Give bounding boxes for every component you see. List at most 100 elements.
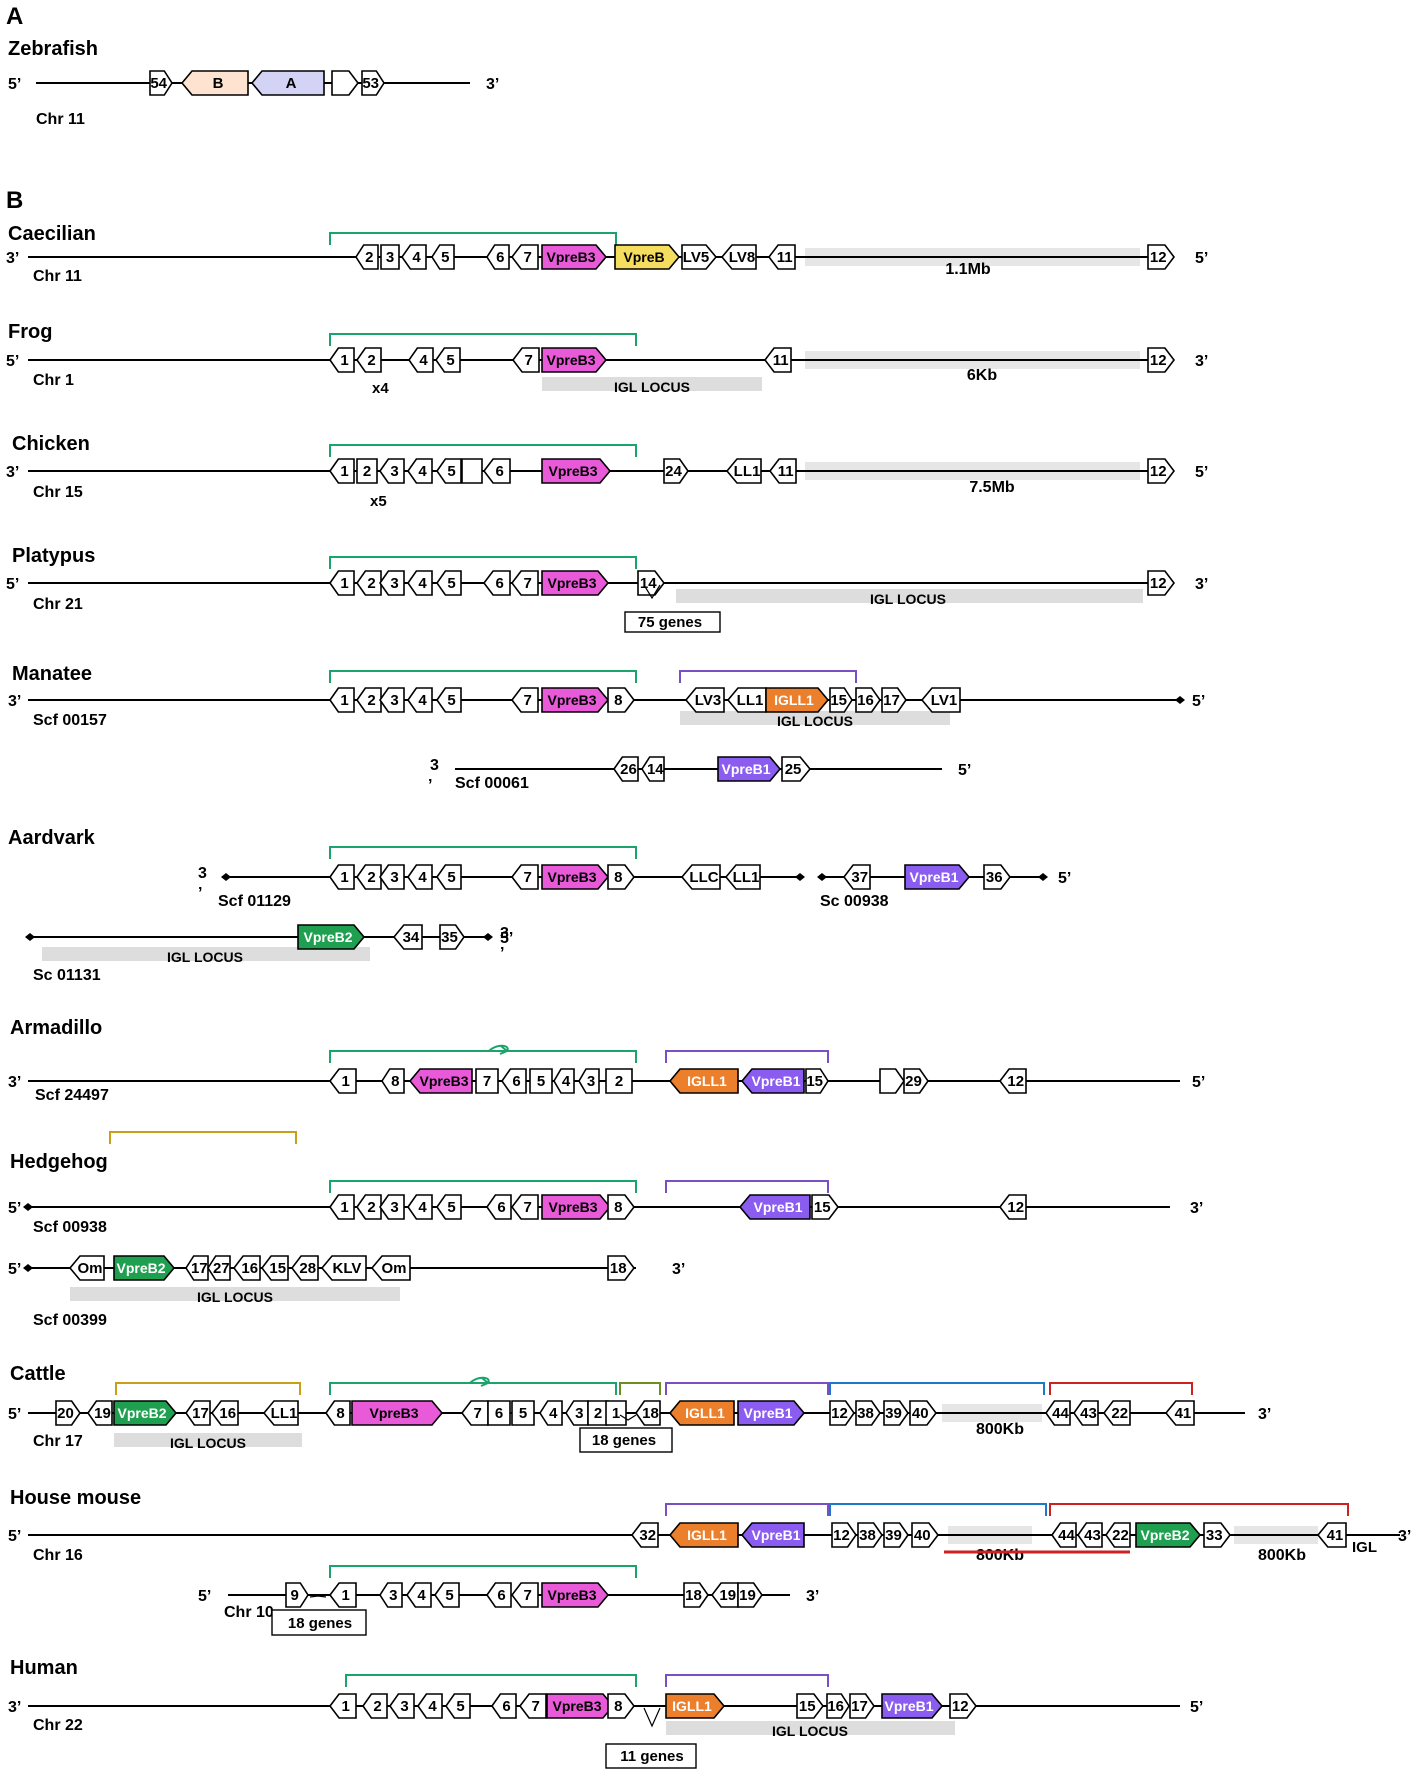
gene-arrow-shape — [903, 1068, 929, 1094]
gene-label: 32 — [639, 1527, 656, 1544]
gene-label: 12 — [1150, 352, 1167, 369]
gene-arrow-shape — [831, 1522, 857, 1548]
gene-7: 7 — [510, 244, 539, 270]
gene-arrow-shape — [541, 347, 608, 373]
gene-3: 3 — [578, 1068, 600, 1094]
igl-locus-label: IGL LOCUS — [777, 713, 853, 729]
gene-arrow-shape — [724, 864, 761, 890]
gene-label: VpreB2 — [116, 1260, 165, 1276]
strand-left-label: 5’ — [8, 76, 21, 93]
gene-label: 20 — [57, 1405, 74, 1422]
gene-arrow-shape — [668, 1522, 739, 1548]
strand-left-label: 3 — [430, 757, 439, 774]
gene-29: 29 — [903, 1068, 929, 1094]
purple-bracket — [665, 1050, 829, 1063]
gene-arrow-shape — [113, 1255, 176, 1281]
scaffold-end-right — [483, 933, 493, 941]
gene-5: 5 — [435, 347, 461, 373]
red-bracket — [1049, 1382, 1193, 1395]
gene-44: 44 — [1051, 1522, 1077, 1548]
gene-label: 12 — [833, 1527, 850, 1544]
gene-arrow-shape — [325, 1400, 351, 1426]
green-bracket — [329, 444, 637, 457]
chromosome-label: Chr 22 — [33, 1717, 83, 1734]
gene-arrow-shape — [826, 1693, 850, 1719]
gene-unlabeled — [461, 458, 483, 484]
gene-1: 1 — [329, 1194, 355, 1220]
gene-arrow-shape — [250, 70, 325, 96]
gene-label: 5 — [519, 1405, 527, 1422]
gene-label: 7 — [524, 1587, 532, 1604]
gene-arrow-shape — [487, 1400, 511, 1426]
gene-arrow-shape — [578, 1068, 600, 1094]
strand-right-label: 5’ — [1192, 693, 1205, 710]
strand-right-label: 3’ — [672, 1261, 685, 1278]
gene-34: 34 — [392, 924, 423, 950]
gene-label: 16 — [241, 1260, 258, 1277]
gene-arrow-shape — [379, 1582, 403, 1608]
gene-label: 1 — [342, 1587, 350, 1604]
gene-label: 4 — [549, 1405, 558, 1422]
gene-40: 40 — [909, 1400, 938, 1426]
gene-arrow-shape — [290, 1255, 319, 1281]
gene-3: 3 — [379, 1194, 405, 1220]
gene-arrow-shape — [262, 1400, 299, 1426]
blue-bracket — [829, 1503, 1047, 1516]
gene-arrow-shape — [407, 570, 433, 596]
gene-arrow-shape — [768, 458, 797, 484]
gene-5: 5 — [445, 1693, 471, 1719]
gene-label: LL1 — [271, 1405, 298, 1422]
gene-label: 2 — [367, 869, 375, 886]
gene-label: 1 — [342, 1073, 350, 1090]
gene-label: 6 — [497, 1587, 505, 1604]
strand-prime-mark: ’ — [500, 945, 504, 962]
gene-vpreb2: VpreB2 — [297, 924, 366, 950]
gene-label: 5 — [447, 869, 455, 886]
gene-1: 1 — [328, 1068, 357, 1094]
gene-39: 39 — [883, 1522, 909, 1548]
gene-label: 6 — [502, 1698, 510, 1715]
gold-bracket — [115, 1382, 301, 1395]
gene-3: 3 — [379, 864, 405, 890]
gene-arrow-shape — [511, 347, 540, 373]
gene-7: 7 — [475, 1068, 499, 1094]
red-bracket — [1049, 1503, 1349, 1516]
gene-label: 14 — [640, 575, 657, 592]
species-name: Frog — [8, 321, 52, 343]
gene-label: 1 — [340, 1199, 348, 1216]
gene-label: 41 — [1175, 1405, 1192, 1422]
gene-arrow-shape — [998, 1194, 1027, 1220]
gene-15: 15 — [805, 1068, 829, 1094]
gene-arrow-shape — [380, 244, 400, 270]
gene-7: 7 — [510, 570, 539, 596]
gene-arrow-shape — [436, 570, 462, 596]
gene-arrow-shape — [920, 687, 961, 713]
gene-label: 5 — [447, 1199, 455, 1216]
strand-right-label: 3’ — [1398, 1528, 1411, 1545]
gene-label: 25 — [785, 761, 802, 778]
insertion-caret — [643, 584, 661, 600]
chromosome-label: Chr 10 — [224, 1604, 274, 1621]
gene-arrow-shape — [328, 1068, 357, 1094]
gene-arrow-shape — [883, 1522, 909, 1548]
gene-lv3: LV3 — [684, 687, 725, 713]
gene-arrow-shape — [510, 687, 539, 713]
gene-arrow-shape — [681, 244, 718, 270]
strand-right-label: 5’ — [1195, 250, 1208, 267]
gene-arrow-shape — [1147, 570, 1176, 596]
strand-right-label: 3’ — [1195, 576, 1208, 593]
gene-1: 1 — [328, 1693, 357, 1719]
igl-locus-label: IGL LOCUS — [772, 1723, 848, 1739]
gene-label: VpreB1 — [751, 1527, 800, 1543]
gene-label: 17 — [851, 1698, 868, 1715]
scaffold-end-right — [795, 873, 805, 881]
gene-35: 35 — [439, 924, 465, 950]
gene-label: 3 — [587, 1073, 595, 1090]
gene-label: VpreB3 — [548, 1199, 597, 1215]
gene-label: 1 — [612, 1405, 620, 1422]
gene-2: 2 — [355, 244, 379, 270]
species-name: Chicken — [12, 433, 90, 455]
